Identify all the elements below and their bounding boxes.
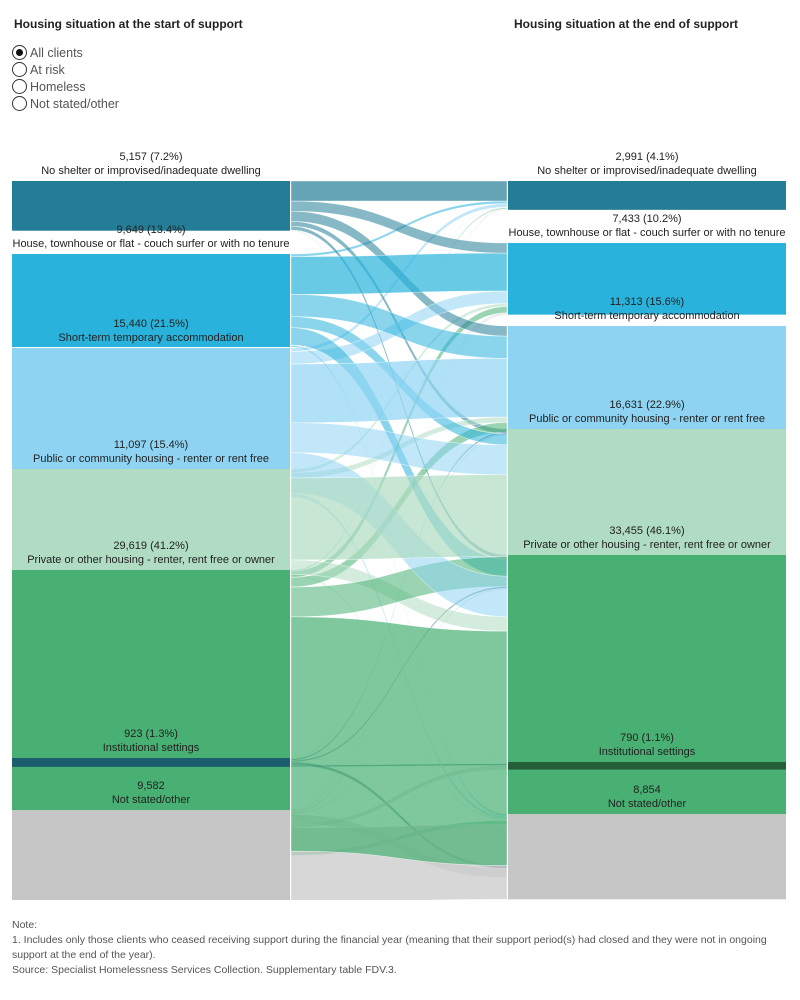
source-name-label-private: Private or other housing - renter, rent … — [27, 554, 275, 566]
source-bar-institutional — [12, 758, 290, 767]
note-source: Source: Specialist Homelessness Services… — [12, 964, 397, 976]
flow-link-public-to-public — [290, 474, 508, 561]
filter-option-all-clients[interactable]: All clients — [12, 44, 119, 61]
filter-option-at-risk[interactable]: At risk — [12, 61, 119, 78]
target-value-label-short_term: 11,313 (15.6%) — [610, 296, 684, 308]
source-value-label-private: 29,619 (41.2%) — [113, 540, 188, 552]
target-name-label-public: Public or community housing - renter or … — [529, 413, 765, 425]
chart-notes: Note: 1. Includes only those clients who… — [12, 918, 782, 978]
source-value-label-no_shelter: 5,157 (7.2%) — [120, 151, 183, 163]
filter-option-label: Homeless — [30, 79, 86, 94]
flow-link-short_term-to-short_term — [290, 358, 508, 423]
end-support-heading: Housing situation at the end of support — [514, 17, 738, 31]
source-name-label-public: Public or community housing - renter or … — [33, 453, 269, 465]
target-name-label-no_shelter: No shelter or improvised/inadequate dwel… — [537, 165, 757, 177]
source-value-label-short_term: 15,440 (21.5%) — [113, 318, 188, 330]
filter-option-label: At risk — [30, 62, 65, 77]
note-line-1: 1. Includes only those clients who cease… — [12, 934, 767, 961]
source-bar-couch_surfer — [12, 254, 290, 348]
filter-option-label: All clients — [30, 45, 83, 60]
target-bar-no_shelter — [508, 181, 786, 210]
source-value-label-couch_surfer: 9,649 (13.4%) — [116, 224, 185, 236]
source-name-label-short_term: Short-term temporary accommodation — [58, 332, 243, 344]
flow-link-no_shelter-to-no_shelter — [290, 180, 508, 202]
target-value-label-public: 16,631 (22.9%) — [609, 399, 684, 411]
node-bars — [12, 181, 786, 900]
target-value-label-private: 33,455 (46.1%) — [609, 525, 684, 537]
source-bar-not_stated — [12, 810, 290, 900]
source-name-label-institutional: Institutional settings — [103, 742, 200, 754]
source-bar-private — [12, 570, 290, 856]
radio-unselected-icon[interactable] — [12, 79, 27, 94]
target-name-label-private: Private or other housing - renter, rent … — [523, 539, 771, 551]
target-value-label-couch_surfer: 7,433 (10.2%) — [612, 213, 681, 225]
target-name-label-not_stated: Not stated/other — [608, 798, 687, 810]
filter-option-not-stated[interactable]: Not stated/other — [12, 95, 119, 112]
target-bar-couch_surfer — [508, 243, 786, 315]
target-name-label-couch_surfer: House, townhouse or flat - couch surfer … — [509, 227, 786, 239]
flow-link-couch_surfer-to-couch_surfer — [290, 252, 508, 295]
target-value-label-not_stated: 8,854 — [633, 784, 661, 796]
source-bar-no_shelter — [12, 181, 290, 231]
filter-option-homeless[interactable]: Homeless — [12, 78, 119, 95]
source-name-label-no_shelter: No shelter or improvised/inadequate dwel… — [41, 165, 261, 177]
target-bar-short_term — [508, 326, 786, 436]
note-heading: Note: — [12, 919, 38, 931]
source-name-label-couch_surfer: House, townhouse or flat - couch surfer … — [13, 238, 290, 250]
radio-unselected-icon[interactable] — [12, 96, 27, 111]
housing-sankey-chart: 5,157 (7.2%) No shelter or improvised/ina… — [12, 151, 786, 900]
target-bar-institutional — [508, 762, 786, 770]
start-support-heading: Housing situation at the start of suppor… — [14, 17, 243, 31]
source-value-label-public: 11,097 (15.4%) — [114, 439, 188, 451]
radio-unselected-icon[interactable] — [12, 62, 27, 77]
source-name-label-not_stated: Not stated/other — [112, 794, 191, 806]
source-value-label-institutional: 923 (1.3%) — [124, 728, 178, 740]
radio-selected-icon[interactable] — [12, 45, 27, 60]
target-value-label-no_shelter: 2,991 (4.1%) — [616, 151, 679, 163]
target-value-label-institutional: 790 (1.1%) — [620, 732, 674, 744]
flow-links — [290, 180, 508, 900]
source-bar-public — [12, 469, 290, 576]
client-filter-radio-group: All clients At risk Homeless Not stated/… — [12, 44, 119, 112]
flow-link-private-to-private — [290, 616, 508, 866]
source-value-label-not_stated: 9,582 — [137, 780, 165, 792]
target-bar-not_stated — [508, 814, 786, 900]
target-name-label-institutional: Institutional settings — [599, 746, 696, 758]
target-name-label-short_term: Short-term temporary accommodation — [554, 310, 739, 322]
filter-option-label: Not stated/other — [30, 96, 119, 111]
node-labels: 5,157 (7.2%) No shelter or improvised/ina… — [13, 151, 786, 810]
